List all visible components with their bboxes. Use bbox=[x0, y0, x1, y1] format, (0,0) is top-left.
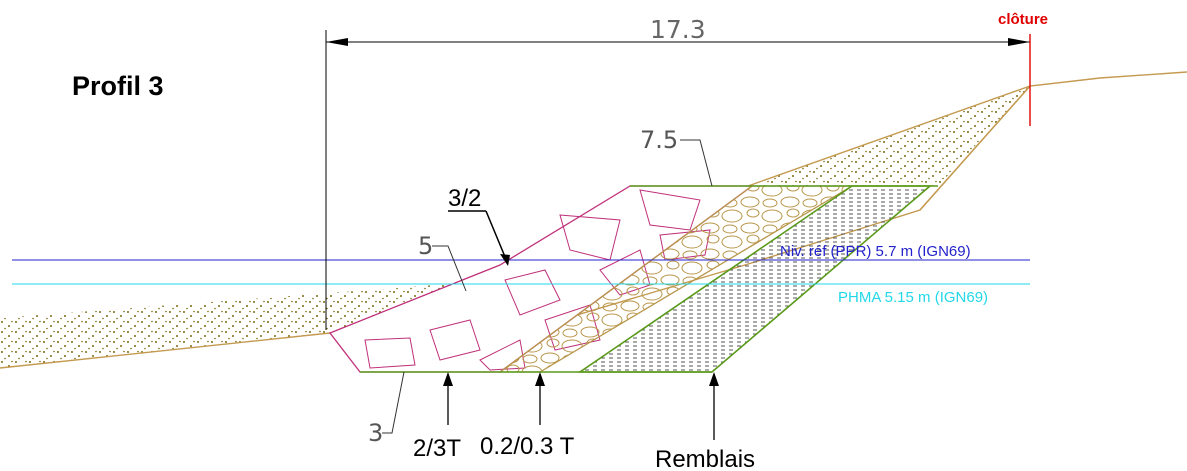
layer-label-filter: 0.2/0.3 T bbox=[480, 433, 575, 460]
ppr-level-label: Niv. réf (PPR) 5.7 m (IGN69) bbox=[780, 243, 971, 260]
terrain-upper-line bbox=[747, 85, 1031, 187]
terrain-right-line bbox=[919, 85, 1031, 211]
terrain-left-sand bbox=[0, 282, 475, 368]
slope-arrow bbox=[500, 254, 510, 266]
arrow-right bbox=[1008, 38, 1030, 46]
crest-leader bbox=[680, 139, 713, 187]
layer-arrowhead-2 bbox=[535, 372, 545, 386]
layer-arrowhead-3 bbox=[709, 372, 719, 386]
height-label: 5 bbox=[418, 232, 433, 260]
layer-label-armour: 2/3T bbox=[413, 435, 461, 462]
toe-leader bbox=[382, 371, 405, 434]
phma-level-label: PHMA 5.15 m (IGN69) bbox=[838, 289, 988, 306]
height-leader bbox=[432, 245, 467, 292]
arrow-left bbox=[326, 38, 348, 46]
fence-label: clôture bbox=[998, 11, 1048, 28]
dimension-total-label: 17.3 bbox=[650, 15, 706, 44]
slope-label: 3/2 bbox=[448, 185, 481, 212]
toe-label: 3 bbox=[368, 419, 383, 447]
crest-width-label: 7.5 bbox=[640, 126, 678, 154]
layer-arrowhead-1 bbox=[443, 372, 453, 386]
layer-label-backfill: Remblais bbox=[655, 446, 755, 471]
page-title: Profil 3 bbox=[72, 71, 164, 101]
